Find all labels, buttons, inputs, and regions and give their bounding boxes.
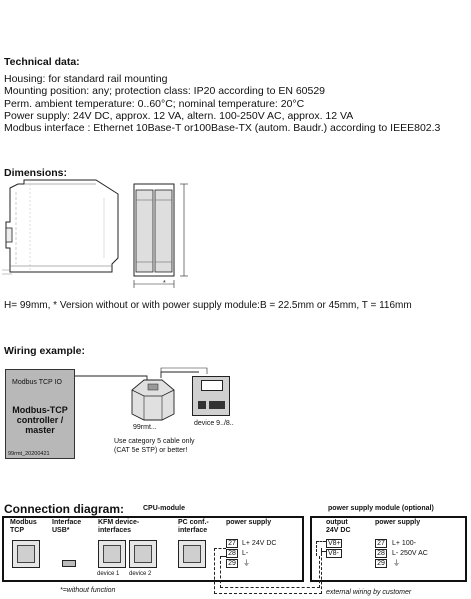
controller-code: 99rmt_20200421 bbox=[8, 451, 50, 457]
device1-label: device 1 bbox=[97, 571, 120, 577]
without-function-note: *=without function bbox=[60, 587, 116, 594]
housing-side-view bbox=[2, 179, 119, 275]
lplus-24-label: L+ 24V DC bbox=[242, 540, 277, 547]
technical-line: Power supply: 24V DC, approx. 12 VA, alt… bbox=[4, 109, 354, 122]
technical-line: Perm. ambient temperature: 0..60°C; nomi… bbox=[4, 97, 305, 110]
usb-port bbox=[62, 560, 76, 567]
technical-line: Housing: for standard rail mounting bbox=[4, 73, 168, 85]
kfm-port-1 bbox=[98, 540, 126, 568]
usb-label: Interface USB* bbox=[52, 519, 82, 534]
lminus-label: L- bbox=[242, 550, 249, 557]
modbus-port bbox=[12, 540, 40, 568]
device-b-box bbox=[192, 376, 230, 416]
lplus-ac-label: L+ 100- bbox=[392, 540, 416, 547]
terminal-29: 29 bbox=[226, 559, 238, 568]
technical-heading: Technical data: bbox=[4, 56, 80, 68]
cpu-module-frame bbox=[2, 516, 304, 582]
technical-line: Mounting position: any; protection class… bbox=[4, 85, 326, 98]
external-wiring-link bbox=[316, 541, 326, 542]
technical-list: Housing: for standard rail mounting Moun… bbox=[4, 73, 440, 134]
device-a-label: 99rmt... bbox=[133, 424, 157, 431]
psm-power-label: power supply bbox=[375, 519, 421, 526]
psm-terminal-28: 28 bbox=[375, 549, 387, 558]
device-b-display bbox=[201, 380, 223, 391]
lminus-ac-label: L- 250V AC bbox=[392, 550, 428, 557]
controller-main-label: Modbus-TCP controller / master bbox=[12, 405, 68, 435]
psm-terminal-27: 27 bbox=[375, 539, 387, 548]
terminal-vplus: V8+ bbox=[326, 539, 342, 548]
psm-frame bbox=[310, 516, 467, 582]
device2-label: device 2 bbox=[129, 571, 152, 577]
external-wiring-link bbox=[220, 556, 226, 557]
external-wiring-inner bbox=[220, 556, 320, 588]
housing-front-view bbox=[133, 183, 188, 288]
dimensions-heading: Dimensions: bbox=[4, 167, 68, 179]
cable-note: Use category 5 cable only (CAT 5e STP) o… bbox=[114, 438, 195, 454]
dimensions-caption: H= 99mm, * Version without or with power… bbox=[4, 300, 412, 311]
external-wiring-link bbox=[214, 548, 226, 549]
pcconf-port bbox=[178, 540, 206, 568]
psm-label: power supply module (optional) bbox=[328, 505, 434, 512]
kfm-label: KFM device-interfaces bbox=[98, 519, 140, 534]
dimension-star: * bbox=[163, 280, 166, 287]
wiring-heading: Wiring example: bbox=[4, 345, 86, 357]
ground-icon: ⏚ bbox=[243, 560, 250, 567]
controller-box: Modbus TCP IO Modbus-TCP controller / ma… bbox=[5, 369, 75, 459]
modbus-label: Modbus TCP bbox=[10, 519, 37, 534]
technical-line: Modbus interface : Ethernet 10Base-T or1… bbox=[4, 122, 441, 135]
power-supply-label: power supply bbox=[226, 519, 272, 526]
external-wiring-link bbox=[321, 551, 326, 552]
kfm-port-2 bbox=[129, 540, 157, 568]
device-b-key-icon bbox=[198, 401, 206, 409]
psm-ground-icon: ⏚ bbox=[393, 560, 400, 567]
terminal-27: 27 bbox=[226, 539, 238, 548]
cpu-module-label: CPU-module bbox=[143, 505, 185, 512]
external-wiring-link bbox=[321, 551, 322, 556]
device-b-label: device 9../8.. bbox=[194, 420, 234, 427]
device-b-key-icon bbox=[209, 401, 225, 409]
terminal-28: 28 bbox=[226, 549, 238, 558]
psm-terminal-29: 29 bbox=[375, 559, 387, 568]
terminal-vminus: V8- bbox=[326, 549, 342, 558]
connection-heading: Connection diagram: bbox=[4, 502, 125, 516]
external-wiring-note: external wiring by customer bbox=[326, 589, 412, 596]
output-label: output 24V DC bbox=[326, 519, 351, 534]
controller-top-label: Modbus TCP IO bbox=[12, 379, 62, 386]
external-wiring-outer bbox=[214, 548, 322, 594]
pcconf-label: PC conf.-interface bbox=[178, 519, 209, 534]
device-a-icon bbox=[131, 379, 175, 421]
external-wiring-link bbox=[316, 541, 317, 556]
